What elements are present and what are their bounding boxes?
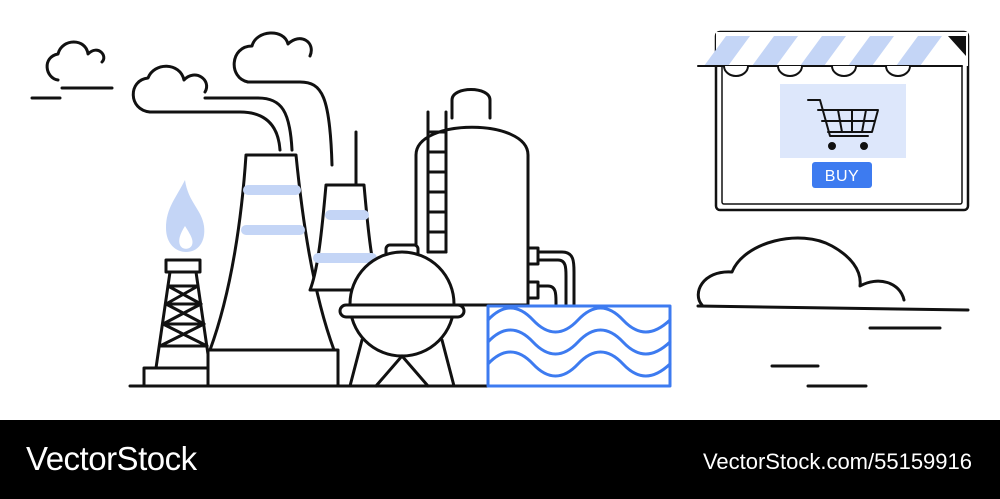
online-shop-window: BUY bbox=[697, 30, 970, 212]
buy-button[interactable]: BUY bbox=[812, 162, 872, 188]
buy-button-label: BUY bbox=[825, 168, 859, 185]
industrial-illustration: BUY bbox=[30, 30, 970, 388]
water-waves bbox=[486, 304, 672, 388]
awning bbox=[704, 32, 968, 66]
cooling-tower bbox=[206, 153, 340, 388]
cooling-tower bbox=[308, 183, 382, 292]
flame-icon bbox=[166, 180, 205, 252]
distillation-column bbox=[414, 88, 576, 312]
cloud-icon bbox=[696, 236, 970, 388]
brand-logo: VectorStock bbox=[26, 440, 197, 477]
spherical-tank bbox=[338, 243, 466, 388]
footer-bar: VectorStock VectorStock.com/55159916 bbox=[0, 420, 1000, 499]
shopping-cart-icon bbox=[807, 99, 879, 150]
cloud-icon bbox=[131, 64, 294, 152]
oil-derrick bbox=[142, 258, 222, 388]
cloud-icon bbox=[30, 40, 114, 100]
cloud-icon bbox=[232, 31, 334, 167]
image-id-link: VectorStock.com/55159916 bbox=[702, 449, 972, 474]
